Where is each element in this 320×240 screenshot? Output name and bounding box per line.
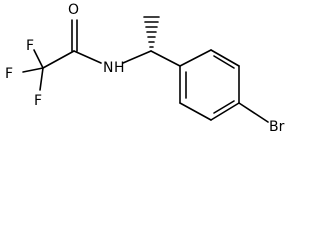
bond-cf3-f-left [22, 67, 44, 73]
bond-set [22, 16, 269, 123]
hashed-wedge-bond [143, 16, 160, 48]
bond-ring-bromine [238, 102, 269, 123]
atom-fluorine-bottom-label: F [34, 93, 42, 109]
atom-fluorine-top-label: F [26, 38, 34, 54]
benzene-ring [179, 49, 240, 121]
bond-chiral-carbon-ring [150, 50, 181, 67]
atom-bromine-label: Br [269, 119, 285, 135]
bond-cf3-f-top [33, 49, 44, 69]
bond-cf3-carbonyl [42, 50, 75, 69]
bond-cf3-f-bottom [39, 67, 44, 91]
bond-nitrogen-chiral-carbon [122, 50, 152, 64]
chemical-structure-diagram: O N H F F F Br [5, 2, 285, 135]
bond-carbonyl-nitrogen [73, 50, 102, 64]
atom-nitrogen-label: N [103, 60, 113, 76]
atom-hydrogen-label: H [114, 60, 125, 76]
atom-fluorine-left-label: F [5, 66, 13, 82]
atom-oxygen-label: O [68, 2, 79, 18]
